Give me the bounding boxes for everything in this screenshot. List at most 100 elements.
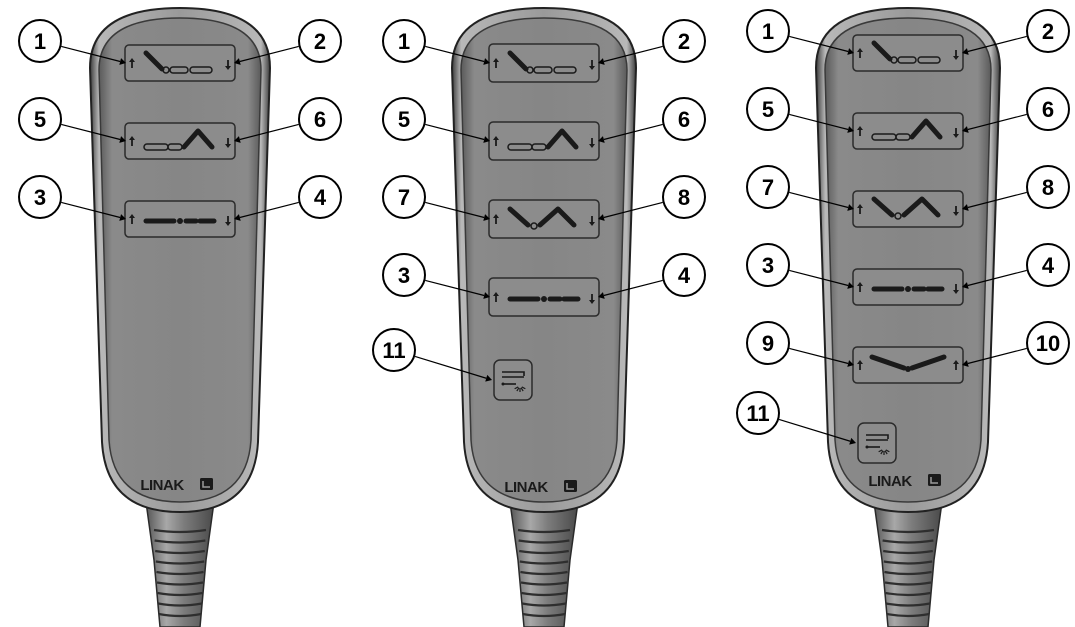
button-backrest[interactable] — [488, 43, 600, 83]
light-button-key[interactable] — [857, 422, 897, 464]
button-height[interactable] — [124, 200, 236, 238]
strain-relief-rib — [157, 591, 203, 597]
height-symbol-icon — [507, 296, 581, 302]
housing-face — [824, 17, 992, 503]
strain-relief-rib — [153, 528, 207, 534]
callout-leader — [603, 123, 663, 141]
callout-leader — [967, 35, 1027, 53]
backrest-symbol-icon — [507, 50, 577, 74]
button-height[interactable] — [852, 268, 964, 306]
button-combined[interactable] — [488, 199, 600, 239]
hinge-dot — [890, 56, 898, 64]
light-button[interactable] — [493, 359, 533, 401]
button-key[interactable] — [852, 346, 964, 384]
hinge-dot — [177, 218, 183, 224]
button-height[interactable] — [488, 277, 600, 317]
callout-leader — [967, 191, 1027, 209]
linak-logo: LINAK — [504, 479, 577, 496]
strain-relief-rib — [886, 612, 930, 618]
button-legrest[interactable] — [488, 121, 600, 161]
callout-circle — [18, 19, 62, 63]
button-backrest[interactable] — [852, 34, 964, 72]
arrow-down-icon — [589, 60, 595, 70]
callout-leader — [778, 418, 851, 442]
backrest-segment — [507, 206, 531, 228]
strain-relief-rib — [519, 560, 569, 565]
tilt-symbol-icon — [869, 354, 947, 372]
callout-circle — [382, 175, 426, 219]
hand-control-remote-a: LINAK — [88, 6, 272, 627]
height-symbol-icon — [871, 286, 945, 292]
backrest-symbol-icon — [871, 40, 941, 64]
combined-symbol-icon — [871, 196, 941, 220]
button-key[interactable] — [488, 43, 600, 83]
callout-circle — [298, 97, 342, 141]
button-key[interactable] — [852, 112, 964, 150]
callout-7: 7 — [746, 165, 854, 211]
hand-control-remote-b: LINAK — [450, 6, 638, 627]
callout-circle — [746, 243, 790, 287]
callout-3: 3 — [746, 243, 854, 289]
callout-1: 1 — [18, 19, 126, 65]
light-button[interactable] — [857, 422, 897, 464]
logo-badge-icon — [928, 474, 941, 486]
callout-leader — [425, 45, 485, 63]
hinge-dot — [526, 66, 534, 74]
callout-6: 6 — [962, 87, 1070, 133]
cable — [145, 501, 215, 627]
callout-10: 10 — [962, 321, 1070, 367]
callout-leader — [789, 191, 849, 209]
strain-relief-rib — [517, 528, 571, 534]
callout-leader — [967, 269, 1027, 287]
light-button-key[interactable] — [493, 359, 533, 401]
callout-leader — [967, 113, 1027, 131]
arrow-up-icon — [129, 58, 135, 68]
brand-logo-text: LINAK — [140, 477, 184, 494]
callout-leader — [789, 347, 849, 365]
callout-4: 4 — [962, 243, 1070, 289]
callout-arrowhead — [962, 282, 969, 289]
head-segment — [869, 354, 907, 371]
callout-8: 8 — [598, 175, 706, 221]
button-backrest[interactable] — [124, 44, 236, 82]
callout-number: 3 — [34, 185, 46, 210]
callout-circle — [18, 97, 62, 141]
callout-circle — [298, 175, 342, 219]
callout-circle — [746, 87, 790, 131]
callout-arrowhead — [847, 204, 854, 211]
button-key[interactable] — [852, 34, 964, 72]
pivot-dot — [905, 366, 911, 372]
callout-4: 4 — [598, 253, 706, 299]
leg-segment — [553, 66, 577, 74]
callout-number: 7 — [398, 185, 410, 210]
callout-circle — [746, 321, 790, 365]
backrest-segment — [871, 196, 895, 218]
backrest-symbol-icon — [143, 50, 213, 74]
strain-relief-rib — [883, 549, 933, 555]
callout-leader — [425, 279, 485, 297]
housing-face — [460, 17, 628, 503]
strain-relief-rib — [884, 570, 932, 576]
button-legrest[interactable] — [852, 112, 964, 150]
arrow-up-icon — [129, 214, 135, 224]
button-tilt[interactable] — [852, 346, 964, 384]
arrow-down-icon — [589, 216, 595, 226]
knee-segment — [909, 118, 943, 140]
legrest-symbol-icon — [143, 128, 215, 151]
seat-segment — [533, 66, 553, 74]
button-key[interactable] — [124, 122, 236, 160]
arrow-down-icon — [953, 206, 959, 216]
callout-circle — [662, 175, 706, 219]
strain-relief-rib — [158, 612, 202, 618]
callout-4: 4 — [234, 175, 342, 221]
strain-relief-rib — [886, 602, 930, 607]
button-legrest[interactable] — [124, 122, 236, 160]
button-combined[interactable] — [852, 190, 964, 228]
button-key[interactable] — [124, 44, 236, 82]
callout-number: 2 — [678, 29, 690, 54]
knee-segment — [545, 128, 579, 150]
button-key[interactable] — [488, 121, 600, 161]
callout-circle — [736, 391, 780, 435]
knee-segment — [901, 196, 941, 218]
callout-leader — [414, 355, 487, 379]
